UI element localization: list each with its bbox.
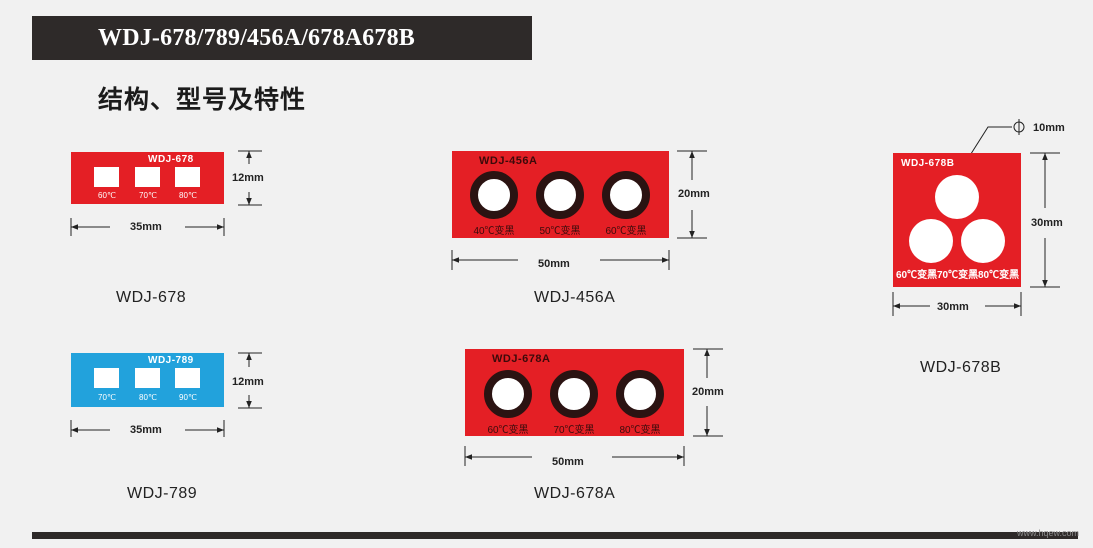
indicator-dot [602, 171, 650, 219]
temp-label: 50℃变黑 [539, 226, 581, 237]
product-name: WDJ-789 [127, 485, 198, 502]
label-wdj-456a: WDJ-456A 40℃变黑 50℃变黑 60℃变黑 [452, 151, 669, 238]
indicator-square [94, 368, 119, 388]
temp-label: 70℃变黑 [553, 425, 595, 436]
indicator-square [175, 167, 200, 187]
label-wdj-678b: WDJ-678B 60℃变黑 70℃变黑 80℃变黑 [893, 153, 1021, 287]
indicator-dot [909, 219, 953, 263]
header-bar: WDJ-678/789/456A/678A678B [32, 16, 532, 60]
temp-label: 80℃变黑 [978, 270, 1020, 281]
temp-label: 60℃变黑 [896, 270, 938, 281]
header-title: WDJ-678/789/456A/678A678B [98, 25, 415, 51]
temp-label: 80℃变黑 [619, 425, 661, 436]
product-name: WDJ-456A [534, 289, 616, 306]
indicator-dot [616, 370, 664, 418]
indicator-dot [550, 370, 598, 418]
temp-label: 80℃ [179, 191, 197, 200]
label-model-text: WDJ-789 [148, 355, 194, 366]
dim-width: 30mm [937, 301, 969, 313]
temp-label: 70℃变黑 [937, 270, 979, 281]
dim-height: 20mm [692, 386, 724, 398]
temp-label: 60℃变黑 [605, 226, 647, 237]
dim-width: 50mm [538, 258, 570, 270]
indicator-dot [484, 370, 532, 418]
section-subtitle: 结构、型号及特性 [98, 85, 307, 114]
dim-height: 12mm [232, 376, 264, 388]
watermark: www.hqew.com [1016, 528, 1079, 538]
label-wdj-678: WDJ-678 60℃ 70℃ 80℃ [71, 152, 224, 204]
indicator-dot [935, 175, 979, 219]
indicator-square [94, 167, 119, 187]
label-model-text: WDJ-678A [492, 353, 551, 365]
dim-height: 12mm [232, 172, 264, 184]
label-model-text: WDJ-678 [148, 154, 194, 165]
indicator-dot [961, 219, 1005, 263]
dim-diameter: 10mm [1033, 122, 1065, 134]
indicator-square [135, 368, 160, 388]
temp-label: 70℃ [139, 191, 157, 200]
label-model-text: WDJ-678B [901, 158, 955, 169]
temp-label: 80℃ [139, 393, 157, 402]
footer-bar [32, 532, 1078, 539]
dim-width: 35mm [130, 221, 162, 233]
indicator-square [175, 368, 200, 388]
dim-width: 50mm [552, 456, 584, 468]
indicator-dot [536, 171, 584, 219]
dim-height: 30mm [1031, 217, 1063, 229]
temp-label: 40℃变黑 [473, 226, 515, 237]
temp-label: 90℃ [179, 393, 197, 402]
indicator-dot [470, 171, 518, 219]
temp-label: 60℃ [98, 191, 116, 200]
product-name: WDJ-678 [116, 289, 187, 306]
temp-label: 60℃变黑 [487, 425, 529, 436]
temp-label: 70℃ [98, 393, 116, 402]
label-wdj-678a: WDJ-678A 60℃变黑 70℃变黑 80℃变黑 [465, 349, 684, 436]
dim-height: 20mm [678, 188, 710, 200]
label-wdj-789: WDJ-789 70℃ 80℃ 90℃ [71, 353, 224, 407]
dim-width: 35mm [130, 424, 162, 436]
label-model-text: WDJ-456A [479, 155, 538, 167]
product-name: WDJ-678B [920, 359, 1002, 376]
indicator-square [135, 167, 160, 187]
product-name: WDJ-678A [534, 485, 616, 502]
